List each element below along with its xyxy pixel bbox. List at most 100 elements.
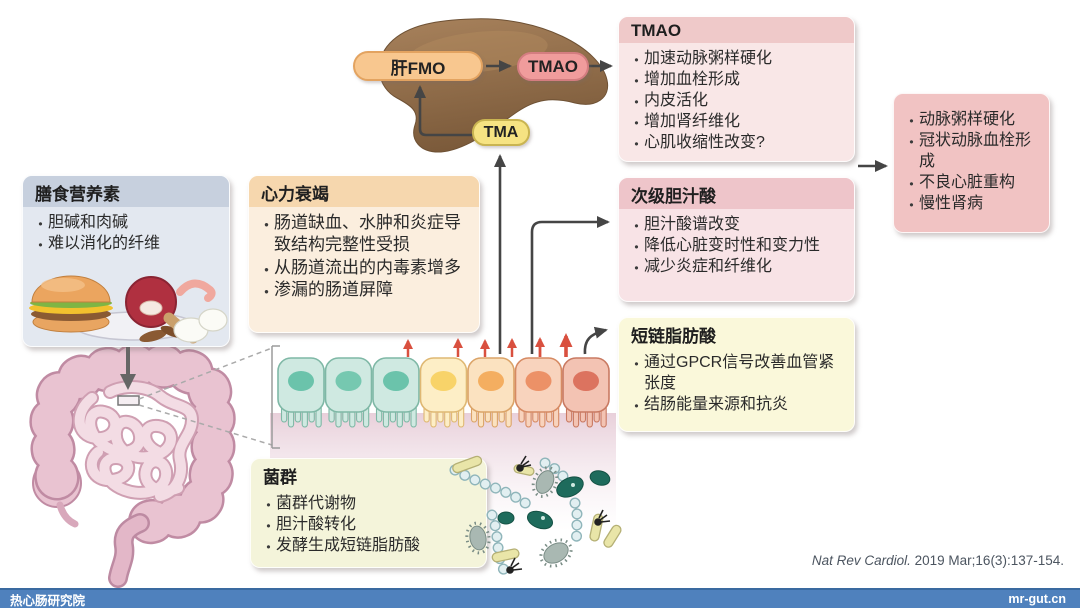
secondary-bile-acids-box: 次级胆汁酸 胆汁酸谱改变 降低心脏变时性和变力性 减少炎症和纤维化: [618, 177, 855, 302]
bullet-icon: [904, 193, 919, 214]
bullet-icon: [629, 132, 644, 153]
footer-bar: 热心肠研究院 mr-gut.cn: [0, 588, 1080, 608]
bullet-icon: [904, 130, 919, 172]
scfa-list: 通过GPCR信号改善血管紧张度 结肠能量来源和抗炎: [619, 350, 854, 419]
list-item-text: 渗漏的肠道屏障: [274, 280, 393, 300]
list-item-text: 减少炎症和纤维化: [644, 258, 773, 276]
arrow-epithelium-to-scfa: [583, 326, 608, 355]
list-item: 加速动脉粥样硬化: [629, 48, 846, 69]
secondary-bile-acids-list: 胆汁酸谱改变 降低心脏变时性和变力性 减少炎症和纤维化: [619, 212, 854, 281]
list-item: 肠道缺血、水肿和炎症导致结构完整性受损: [259, 212, 471, 257]
arrow-epithelium-to-bile: [530, 216, 610, 354]
list-item-text: 结肠能量来源和抗炎: [644, 396, 789, 414]
list-item-text: 冠状动脉血栓形成: [919, 132, 1032, 171]
list-item: 难以消化的纤维: [33, 233, 221, 254]
bullet-icon: [629, 214, 644, 235]
list-item: 心肌收缩性改变?: [629, 132, 846, 153]
list-item: 不良心脏重构: [904, 172, 1041, 193]
list-item-text: 增加肾纤维化: [644, 113, 741, 131]
list-item: 冠状动脉血栓形成: [904, 130, 1041, 172]
tmao-effects-list: 加速动脉粥样硬化 增加血栓形成 内皮活化 增加肾纤维化 心肌收缩性改变?: [619, 46, 854, 158]
heart-failure-title: 心力衰竭: [249, 176, 479, 207]
bullet-icon: [261, 535, 276, 556]
list-item: 菌群代谢物: [261, 493, 478, 514]
list-item: 慢性肾病: [904, 193, 1041, 214]
list-item: 内皮活化: [629, 90, 846, 111]
microbiota-title: 菌群: [263, 468, 297, 487]
list-item-text: 发酵生成短链脂肪酸: [276, 537, 421, 555]
permeability-arrows: [403, 333, 573, 357]
list-item-text: 加速动脉粥样硬化: [644, 50, 773, 67]
intestine-illustration: [29, 343, 236, 588]
tmao-pill: TMAO: [517, 52, 589, 81]
diet-nutrients-box: 膳食营养素 胆碱和肉碱 难以消化的纤维: [22, 175, 230, 347]
list-item: 从肠道流出的内毒素增多: [259, 257, 471, 279]
bullet-icon: [259, 257, 274, 279]
microbiota-box: 菌群 菌群代谢物 胆汁酸转化 发酵生成短链脂肪酸: [250, 458, 487, 568]
list-item: 结肠能量来源和抗炎: [629, 394, 846, 415]
list-item-text: 胆碱和肉碱: [48, 214, 129, 231]
list-item: 胆汁酸谱改变: [629, 214, 846, 235]
list-item: 增加肾纤维化: [629, 111, 846, 132]
list-item: 通过GPCR信号改善血管紧张度: [629, 352, 846, 394]
bullet-icon: [629, 69, 644, 90]
list-item: 胆碱和肉碱: [33, 212, 221, 233]
scfa-title: 短链脂肪酸: [631, 327, 716, 346]
list-item-text: 不良心脏重构: [919, 174, 1016, 192]
zoom-guide-lines: [138, 347, 273, 446]
microbiota-list: 菌群代谢物 胆汁酸转化 发酵生成短链脂肪酸: [251, 491, 486, 560]
list-item: 增加血栓形成: [629, 69, 846, 90]
tma-pill: TMA: [472, 119, 530, 146]
heart-failure-box: 心力衰竭 肠道缺血、水肿和炎症导致结构完整性受损 从肠道流出的内毒素增多 渗漏的…: [248, 175, 480, 333]
clinical-outcomes-box: 动脉粥样硬化 冠状动脉血栓形成 不良心脏重构 慢性肾病: [893, 93, 1050, 233]
list-item-text: 增加血栓形成: [644, 71, 741, 89]
zoom-bracket: [271, 345, 280, 449]
footer-brand: 热心肠研究院: [10, 593, 86, 608]
list-item-text: 心肌收缩性改变?: [644, 134, 765, 152]
bullet-icon: [629, 352, 644, 394]
bullet-icon: [259, 279, 274, 301]
arrow-tma-to-fmo: [414, 85, 473, 137]
list-item: 胆汁酸转化: [261, 514, 478, 535]
list-item: 发酵生成短链脂肪酸: [261, 535, 478, 556]
heart-failure-list: 肠道缺血、水肿和炎症导致结构完整性受损 从肠道流出的内毒素增多 渗漏的肠道屏障: [249, 210, 479, 306]
bean-bacteria: [497, 470, 611, 530]
list-item-text: 从肠道流出的内毒素增多: [274, 257, 461, 277]
bullet-icon: [629, 256, 644, 277]
bullet-icon: [629, 111, 644, 132]
bullet-icon: [629, 235, 644, 256]
list-item: 渗漏的肠道屏障: [259, 279, 471, 301]
citation-ref: 2019 Mar;16(3):137-154.: [910, 553, 1064, 568]
list-item-text: 难以消化的纤维: [48, 235, 161, 253]
list-item: 动脉粥样硬化: [904, 109, 1041, 130]
tmao-effects-box: TMAO 加速动脉粥样硬化 增加血栓形成 内皮活化 增加肾纤维化 心肌收缩性改变…: [618, 16, 855, 162]
bullet-icon: [629, 48, 644, 69]
footer-url[interactable]: mr-gut.cn: [1008, 592, 1066, 606]
list-item-text: 慢性肾病: [919, 195, 984, 213]
list-item-text: 通过GPCR信号改善血管紧张度: [644, 354, 835, 393]
list-item-text: 动脉粥样硬化: [919, 111, 1016, 128]
bullet-icon: [629, 394, 644, 415]
scfa-box: 短链脂肪酸 通过GPCR信号改善血管紧张度 结肠能量来源和抗炎: [618, 317, 855, 432]
bullet-icon: [259, 212, 274, 257]
list-item-text: 胆汁酸谱改变: [644, 216, 741, 233]
citation-journal: Nat Rev Cardiol.: [811, 553, 911, 568]
list-item-text: 胆汁酸转化: [276, 516, 357, 534]
list-item-text: 肠道缺血、水肿和炎症导致结构完整性受损: [274, 213, 461, 255]
epithelium-illustration: [277, 357, 610, 428]
list-item: 减少炎症和纤维化: [629, 256, 846, 277]
tmao-effects-title: TMAO: [619, 17, 854, 43]
bullet-icon: [33, 212, 48, 233]
bullet-icon: [629, 90, 644, 111]
flagellated-bacteria: [506, 455, 611, 574]
list-item-text: 降低心脏变时性和变力性: [644, 237, 821, 255]
diet-nutrients-title: 膳食营养素: [23, 176, 229, 207]
food-illustration: [29, 275, 228, 344]
liver-fmo-pill: 肝FMO: [353, 51, 483, 81]
citation: Nat Rev Cardiol. 2019 Mar;16(3):137-154.: [812, 553, 1064, 568]
list-item-text: 菌群代谢物: [276, 495, 357, 512]
zoom-marker: [117, 395, 140, 406]
bullet-icon: [261, 493, 276, 514]
clinical-outcomes-list: 动脉粥样硬化 冠状动脉血栓形成 不良心脏重构 慢性肾病: [894, 97, 1049, 219]
